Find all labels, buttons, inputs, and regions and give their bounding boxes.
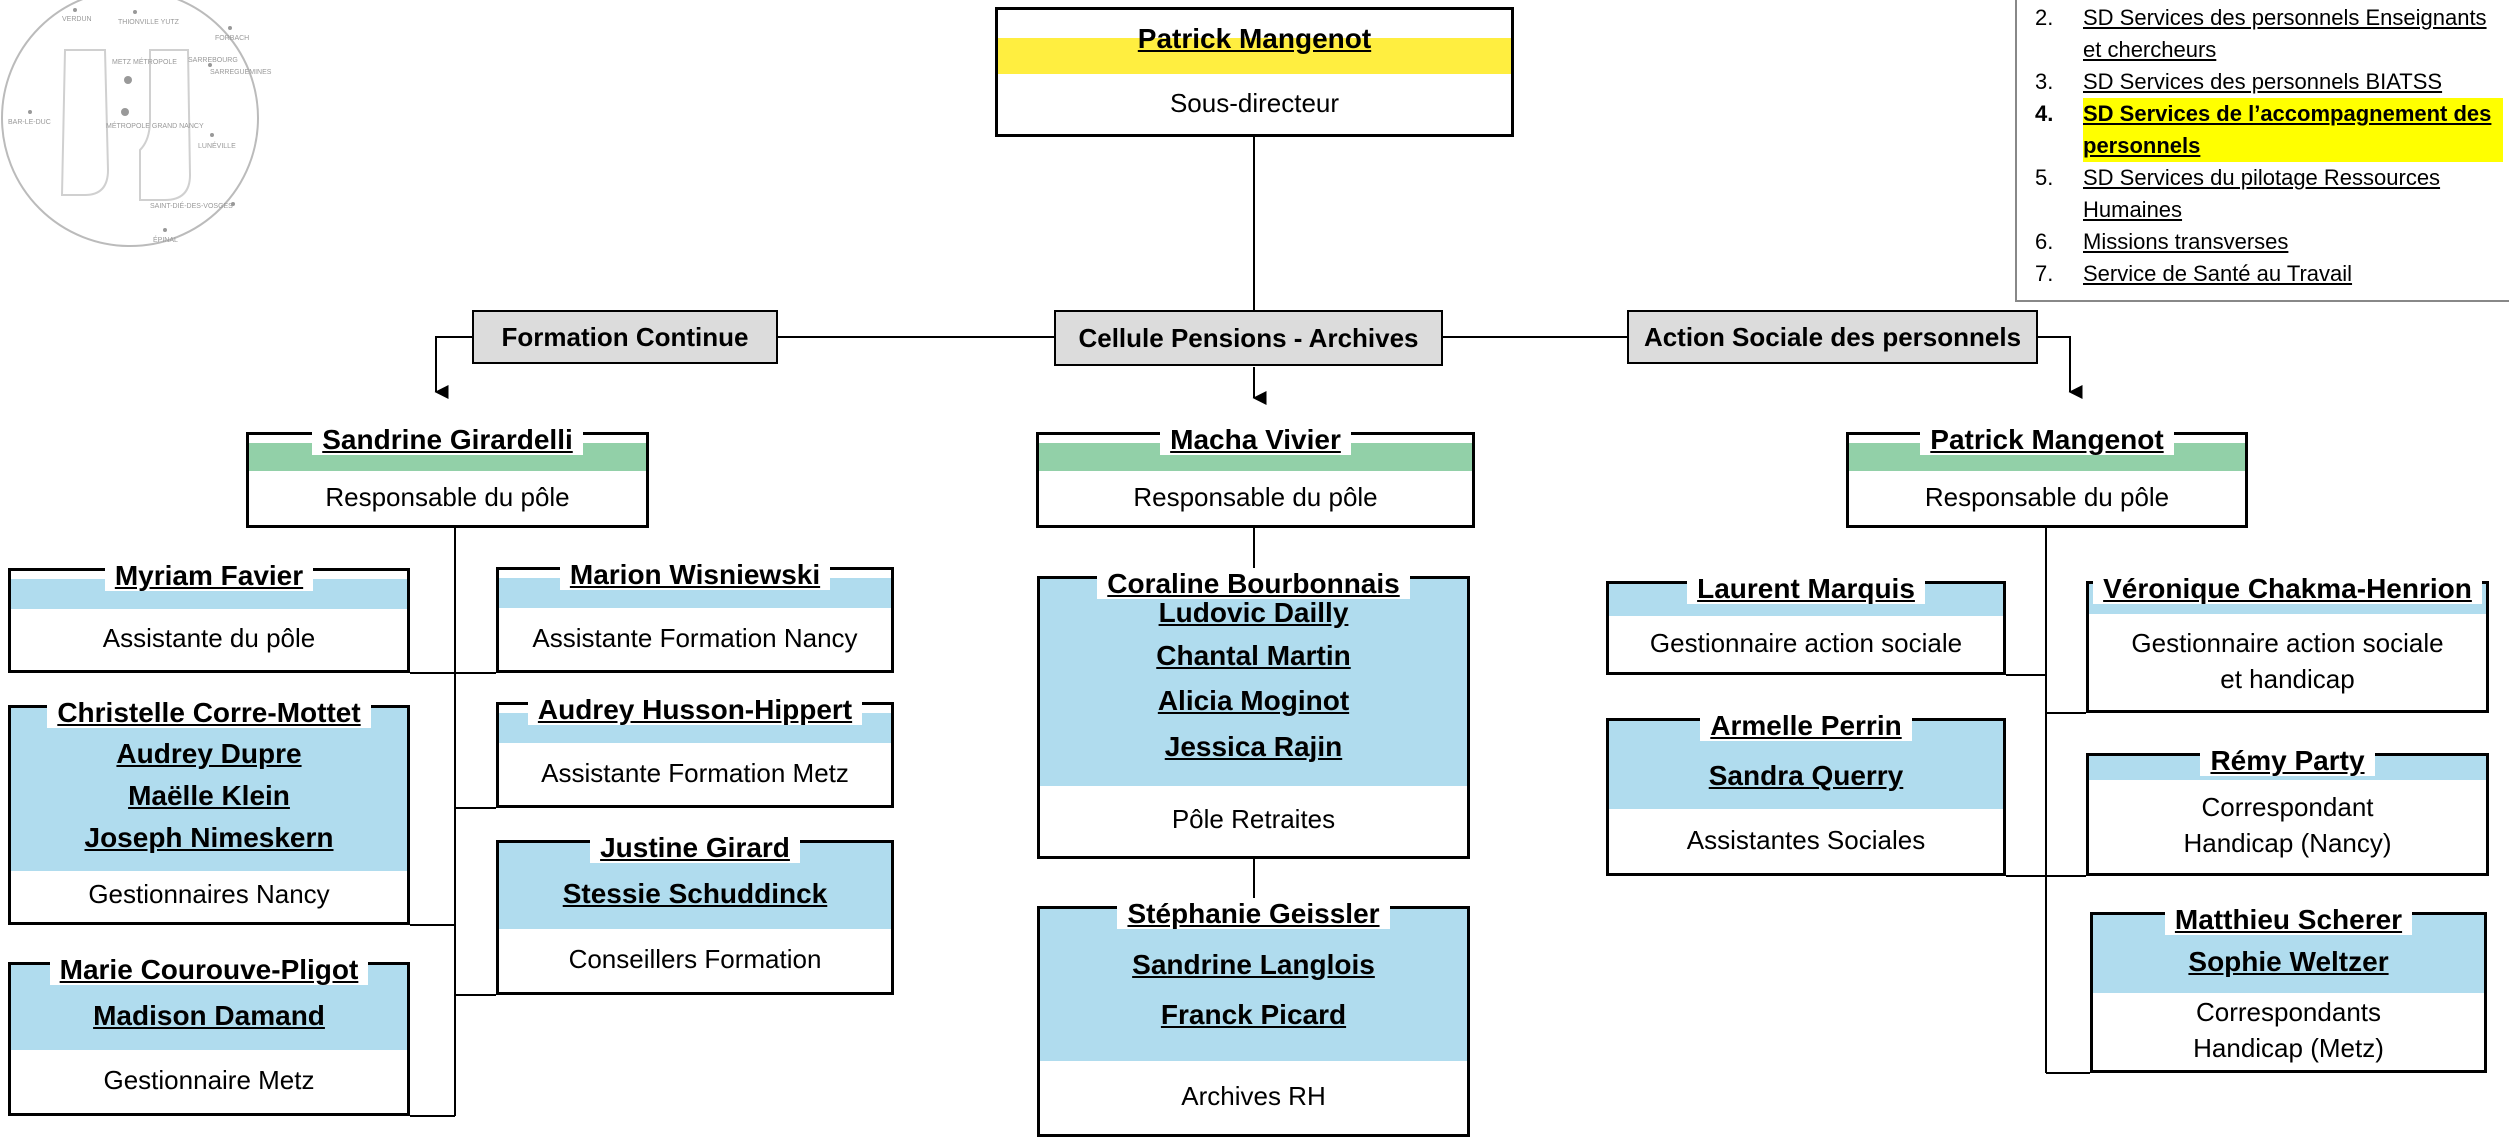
director-role: Sous-directeur: [1169, 88, 1340, 118]
map-place: SAINT-DIÉ-DES-VOSGES: [150, 201, 233, 210]
person-name: Justine Girard: [499, 831, 891, 865]
person-name: Chantal Martin: [1156, 640, 1351, 671]
map-place: FORBACH: [215, 35, 249, 42]
formation-head-card: Sandrine Girardelli Responsable du pôle: [246, 424, 649, 528]
person-name: Matthieu Scherer: [2093, 903, 2484, 937]
role-label: Assistante du pôle: [102, 623, 316, 653]
legend-item[interactable]: 2.SD Services des personnels Enseignants…: [2035, 5, 2487, 62]
section-action-sociale: Action Sociale des personnels: [1627, 310, 2038, 364]
map-place: SARREBOURG: [188, 57, 238, 64]
legend-item[interactable]: 7.Service de Santé au Travail: [2035, 261, 2353, 286]
department-legend: 2.SD Services des personnels Enseignants…: [2015, 0, 2509, 302]
role-label: Assistante Formation Metz: [541, 758, 849, 788]
person-name: Marion Wisniewski: [499, 558, 891, 592]
person-name: Alicia Moginot: [1157, 685, 1350, 716]
person-name: Sandra Querry: [1708, 760, 1904, 791]
legend-item-active[interactable]: 4.SD Services de l’accompagnement des pe…: [2035, 98, 2503, 162]
map-place: THIONVILLE YUTZ: [118, 19, 180, 26]
map-place: VERDUN: [62, 16, 92, 23]
formation-head-name: Sandrine Girardelli: [249, 423, 646, 457]
map-place: BAR-LE-DUC: [8, 119, 51, 126]
person-name: Jessica Rajin: [1164, 731, 1343, 762]
role-label: Pôle Retraites: [1171, 804, 1336, 834]
person-name: Marie Courouve-Pligot: [11, 953, 407, 987]
person-name: Joseph Nimeskern: [84, 822, 334, 853]
action-head-role: Responsable du pôle: [1924, 482, 2170, 512]
role-label: Conseillers Formation: [568, 944, 822, 974]
person-name: Sandrine Langlois: [1132, 949, 1375, 980]
assistante-pole-card: Myriam Favier Assistante du pôle: [8, 560, 410, 673]
pensions-head-role: Responsable du pôle: [1133, 482, 1378, 512]
person-name: Myriam Favier: [11, 559, 407, 593]
correspondant-handicap-nancy-card: Rémy Party Correspondant Handicap (Nancy…: [2086, 745, 2489, 876]
gestionnaire-handicap-card: Véronique Chakma-Henrion Gestionnaire ac…: [2086, 573, 2489, 713]
person-name: Stéphanie Geissler: [1040, 897, 1467, 931]
role-label: Gestionnaire action sociale: [1649, 628, 1963, 658]
person-name: Audrey Husson-Hippert: [499, 693, 891, 727]
person-name: Madison Damand: [93, 1000, 325, 1031]
person-name: Ludovic Dailly: [1158, 597, 1349, 628]
action-head-card: Patrick Mangenot Responsable du pôle: [1846, 424, 2248, 528]
role-label: Archives RH: [1181, 1081, 1326, 1111]
person-name: Christelle Corre-Mottet: [11, 696, 407, 730]
person-name: Coraline Bourbonnais: [1040, 567, 1467, 601]
role-label: Gestionnaire Metz: [103, 1065, 315, 1095]
person-name: Sophie Weltzer: [2188, 946, 2389, 977]
assistante-formation-metz-card: Audrey Husson-Hippert Assistante Formati…: [496, 694, 894, 808]
director-card: Patrick Mangenot Sous-directeur: [995, 7, 1514, 137]
lorraine-map-logo: VERDUN THIONVILLE YUTZ FORBACH METZ MÉTR…: [1, 0, 272, 247]
gestionnaires-nancy-card: Christelle Corre-Mottet Audrey Dupre Maë…: [8, 697, 410, 925]
action-head-name: Patrick Mangenot: [1849, 423, 2245, 457]
conseillers-formation-card: Justine Girard Stessie Schuddinck Consei…: [496, 832, 894, 995]
person-name: Rémy Party: [2089, 744, 2486, 778]
pensions-head-name: Macha Vivier: [1039, 423, 1472, 457]
section-formation-continue: Formation Continue: [472, 310, 778, 364]
gestionnaire-metz-card: Marie Courouve-Pligot Madison Damand Ges…: [8, 954, 410, 1116]
role-label: Correspondant Handicap (Nancy): [2183, 792, 2392, 858]
role-label: Gestionnaire action sociale et handicap: [2131, 628, 2444, 694]
person-name: Maëlle Klein: [128, 780, 290, 811]
legend-item[interactable]: 6.Missions transverses: [2035, 229, 2289, 254]
legend-item[interactable]: 3.SD Services des personnels BIATSS: [2035, 69, 2443, 94]
legend-item[interactable]: 5.SD Services du pilotage Ressources Hum…: [2035, 165, 2441, 222]
map-place: LUNÉVILLE: [198, 141, 236, 150]
map-place: METZ MÉTROPOLE: [112, 57, 177, 66]
role-label: Gestionnaires Nancy: [88, 878, 330, 909]
correspondants-handicap-metz-card: Matthieu Scherer Sophie Weltzer Correspo…: [2090, 904, 2487, 1073]
formation-head-role: Responsable du pôle: [325, 482, 570, 512]
person-name: Audrey Dupre: [116, 738, 302, 769]
map-place: MÉTROPOLE GRAND NANCY: [106, 121, 204, 130]
person-name: Franck Picard: [1160, 999, 1347, 1030]
person-name: Véronique Chakma-Henrion: [2089, 572, 2486, 606]
pole-retraites-card: Coraline Bourbonnais Ludovic Dailly Chan…: [1037, 568, 1470, 859]
person-name: Laurent Marquis: [1609, 572, 2003, 606]
role-label: Assistantes Sociales: [1686, 825, 1926, 855]
person-name: Armelle Perrin: [1609, 709, 2003, 743]
role-label: Assistante Formation Nancy: [532, 623, 858, 653]
section-cellule-pensions: Cellule Pensions - Archives: [1054, 310, 1443, 366]
person-name: Stessie Schuddinck: [562, 878, 828, 909]
map-place: SARREGUEMINES: [210, 69, 272, 76]
director-name: Patrick Mangenot: [1137, 23, 1372, 54]
gestionnaire-action-sociale-card: Laurent Marquis Gestionnaire action soci…: [1606, 573, 2006, 675]
map-place: ÉPINAL: [153, 235, 178, 244]
role-label: Correspondants Handicap (Metz): [2193, 997, 2384, 1063]
archives-rh-card: Stéphanie Geissler Sandrine Langlois Fra…: [1037, 898, 1470, 1137]
pensions-head-card: Macha Vivier Responsable du pôle: [1036, 424, 1475, 528]
assistante-formation-nancy-card: Marion Wisniewski Assistante Formation N…: [496, 559, 894, 673]
assistantes-sociales-card: Armelle Perrin Sandra Querry Assistantes…: [1606, 710, 2006, 876]
